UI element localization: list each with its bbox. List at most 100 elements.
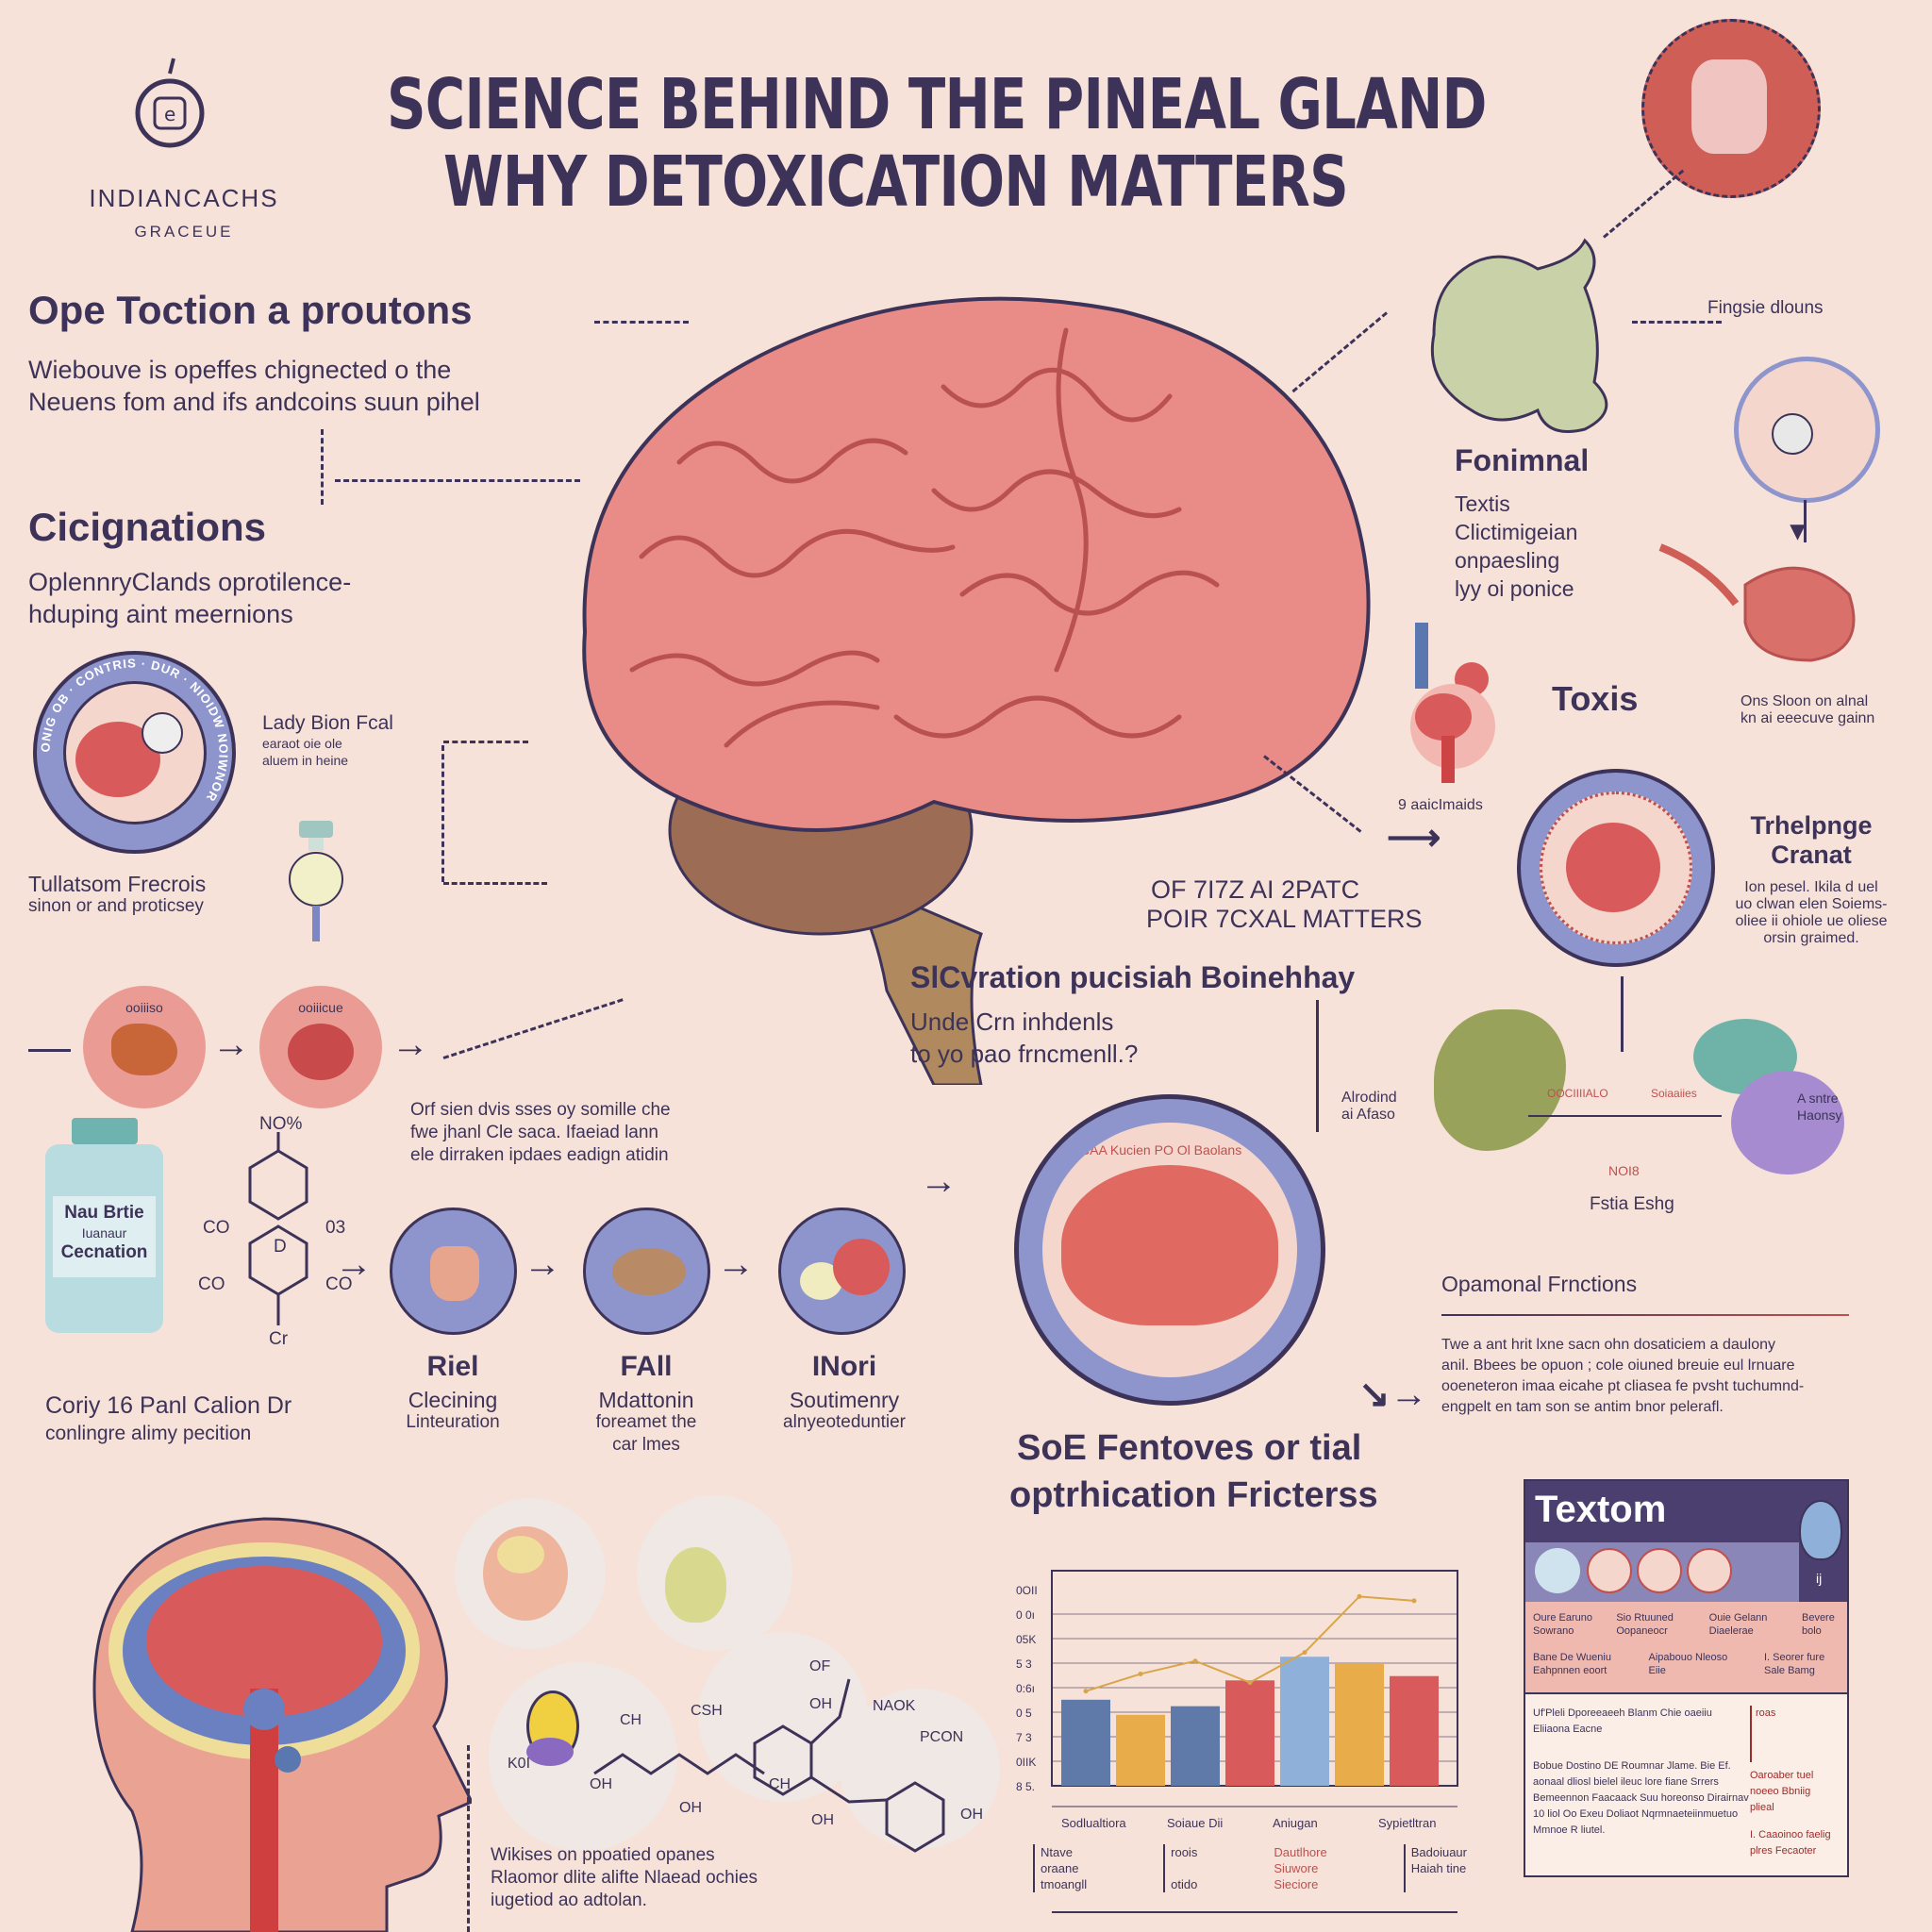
- factors-line: optrhication Fricterss: [1009, 1475, 1378, 1515]
- textom-body: Uf'Pleli Dporeeaeeh Blanm Chie oaeiiu El…: [1525, 1694, 1847, 1871]
- head-gland-circle: [455, 1498, 606, 1649]
- step-line: car lmes: [612, 1435, 680, 1455]
- legend-item: oraane: [1041, 1861, 1079, 1875]
- step-title: INori: [811, 1351, 877, 1382]
- blob-side-line: Haonsy: [1797, 1108, 1842, 1123]
- y-tick-label: 7 3: [1016, 1731, 1032, 1744]
- trend-point: [1192, 1658, 1198, 1664]
- virus-icon: [1587, 1548, 1632, 1593]
- line: [28, 1049, 71, 1052]
- y-tick-label: 5 3: [1016, 1657, 1032, 1671]
- cell-detail-circle: [1734, 357, 1880, 503]
- connector: [441, 745, 444, 882]
- y-tick-label: 0:6ı: [1016, 1682, 1035, 1695]
- chem-label: CO: [325, 1274, 353, 1294]
- arrow-down-line: [1804, 500, 1807, 542]
- step-caption-1: Riel Clecining Linteuration: [358, 1351, 547, 1434]
- process-note-line: fwe jhanl Cle saca. Ifaeiad lann: [410, 1123, 658, 1142]
- connector: [594, 321, 689, 324]
- gland-icon: [497, 1536, 544, 1574]
- chem-label: 03: [325, 1218, 346, 1238]
- logo-sub: GRACEUE: [134, 223, 234, 241]
- center-sub: Unde Crn inhdenls to yo pao frncmenll.?: [910, 1006, 1138, 1070]
- molecule-label: OH: [809, 1696, 832, 1712]
- blob-label: Soiaaiies: [1651, 1087, 1697, 1100]
- trhelpnge-heading: Trhelpnge: [1750, 811, 1873, 840]
- tool-icon: [1637, 1548, 1682, 1593]
- bottle-label-line: Iuanaur: [81, 1225, 127, 1241]
- textom-cell: I. Seorer fure Sale Bamg: [1764, 1652, 1825, 1676]
- side-label-line: Alrodind: [1341, 1090, 1397, 1106]
- textom-cell: Oure Earuno Sowrano: [1533, 1612, 1592, 1637]
- textom-cell: Aipabouo Nleoso Eiie: [1648, 1652, 1728, 1676]
- fonimnal-block: Fonimnal Textis Clictimigeian onpaesling…: [1455, 443, 1589, 603]
- textom-icons-band: [1525, 1542, 1799, 1602]
- molecule-label: K0I: [508, 1756, 531, 1772]
- section2-line: OplennryClands oprotilence-: [28, 568, 352, 596]
- legend-item: Badoiuaur: [1410, 1845, 1467, 1859]
- x-tick-label: Soiaue Dii: [1167, 1816, 1223, 1830]
- step-line: foreamet the: [595, 1412, 697, 1432]
- x-tick-label: Sypietltran: [1378, 1816, 1436, 1830]
- y-tick-label: 0 0ı: [1016, 1608, 1035, 1622]
- textom-side: I. Caaoinoo faelig plres Fecaoter: [1750, 1829, 1831, 1857]
- fonimnal-line: lyy oi ponice: [1455, 576, 1574, 601]
- textom-bullet: Bobue Dostino DE Roumnar Jlame. Bie Ef. …: [1533, 1760, 1749, 1836]
- fonimnal-line: Textis: [1455, 491, 1510, 516]
- legend-item: roois: [1171, 1845, 1198, 1859]
- pear-gland-icon: [665, 1547, 726, 1623]
- trend-point: [1247, 1680, 1253, 1686]
- connector: [467, 1745, 470, 1932]
- badge-label: Lady Bion Fcal: [262, 712, 393, 734]
- step-line: alnyeoteduntier: [783, 1412, 906, 1432]
- step-circle-cleansing: [390, 1208, 517, 1335]
- process-note-line: ele dirraken ipdaes eadign atidin: [410, 1145, 669, 1165]
- badge-line: earaot oie ole: [262, 736, 342, 751]
- step-circle-melatonin: [583, 1208, 710, 1335]
- arrow-right-icon: →: [335, 1243, 373, 1285]
- process-note: Orf sien dvis sses oy somille che fwe jh…: [410, 1099, 671, 1167]
- bar: [1061, 1699, 1110, 1786]
- y-tick-label: 0OII: [1016, 1584, 1038, 1597]
- chem-label: CO: [203, 1218, 230, 1238]
- step-caption-3: INori Soutimenry alnyeoteduntier: [745, 1351, 943, 1434]
- legend-group: roois otido: [1163, 1844, 1197, 1892]
- legend-group: Ntave oraane tmoangll: [1033, 1844, 1087, 1892]
- textom-header: Textom ij: [1525, 1481, 1847, 1602]
- trhelpnge-line: Ion pesel. Ikila d uel: [1744, 879, 1878, 895]
- center-sub-line: to yo pao frncmenll.?: [910, 1040, 1139, 1068]
- y-tick-label: 0 5: [1016, 1707, 1032, 1720]
- blob-label: OOCIIIIALO: [1547, 1087, 1608, 1100]
- bottle-icon: [1535, 1548, 1580, 1593]
- footer-line: Rlaomor dlite alifte Nlaead ochies: [491, 1868, 758, 1888]
- chem-label: D: [274, 1237, 287, 1257]
- arrow-right-icon: ↘→: [1358, 1374, 1428, 1415]
- tissue-illustration: [1691, 59, 1767, 154]
- section2-text: OplennryClands oprotilence- hduping aint…: [28, 566, 351, 630]
- connector: [1632, 321, 1722, 324]
- opamonal-heading: Opamonal Frnctions: [1441, 1272, 1638, 1296]
- gland-illustration: [142, 712, 183, 754]
- section1-heading: Ope Toction a proutons: [28, 288, 473, 332]
- legend-item: Ntave: [1041, 1845, 1073, 1859]
- molecule-label: OH: [679, 1800, 702, 1816]
- logo: e INDIANCACHS GRACEUE: [80, 57, 288, 242]
- blob-axis: [1528, 1115, 1722, 1117]
- down-line: [1316, 1000, 1319, 1132]
- legend-item: Siuwore: [1274, 1861, 1319, 1875]
- molecule-label: CH: [620, 1712, 642, 1728]
- flask-icon: [289, 821, 343, 941]
- svg-text:e: e: [164, 103, 175, 125]
- bottle-caption-heading: Coriy 16 Panl Calion Dr: [45, 1392, 292, 1419]
- logo-name: INDIANCACHS: [89, 184, 279, 212]
- hands-icon: [430, 1246, 479, 1301]
- organ-illustration: [288, 1024, 354, 1080]
- chem-label: CO: [198, 1274, 225, 1294]
- legend: Ntave oraane tmoangll roois otido Dautlh…: [1033, 1844, 1467, 1892]
- legend-item: otido: [1171, 1877, 1198, 1891]
- trend-point: [1083, 1689, 1089, 1694]
- textom-row1: Oure Earuno Sowrano Sio Rtuuned Oopaneoc…: [1525, 1602, 1847, 1647]
- center-heading: SlCvration pucisiah Boinehhay: [910, 960, 1356, 994]
- toxis-note-line: kn ai eeecuve gainn: [1740, 710, 1875, 726]
- cell-icon: [1772, 413, 1813, 455]
